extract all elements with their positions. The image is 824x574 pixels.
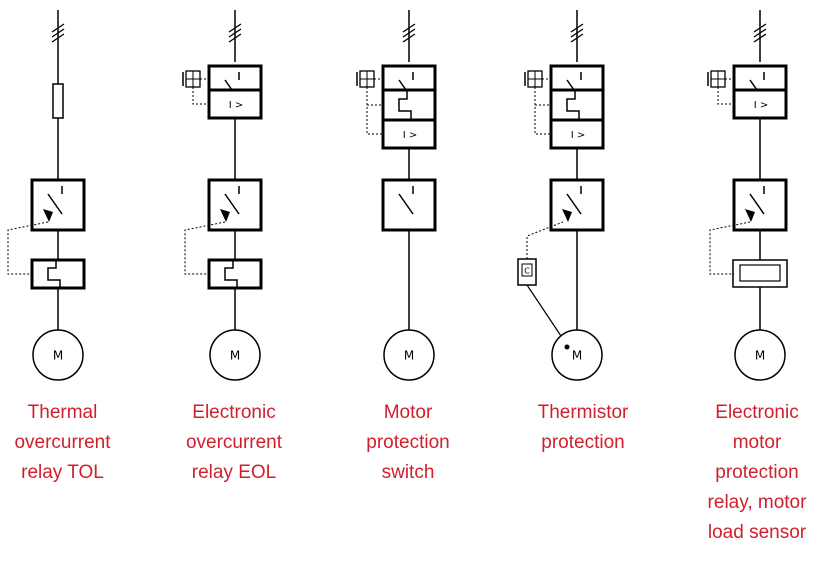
three-phase-mark xyxy=(228,33,242,43)
signal-link xyxy=(7,221,49,275)
column-emp: I > M xyxy=(707,10,788,381)
motor-label: M xyxy=(230,349,240,363)
current-symbol: I > xyxy=(571,130,586,141)
thermal-release xyxy=(381,88,437,122)
sensor-wire xyxy=(526,284,568,346)
bimetal-step xyxy=(47,260,61,288)
load-sensor-inner xyxy=(739,264,781,282)
contactor-box xyxy=(30,178,86,232)
trip-arrow xyxy=(562,209,572,222)
mechanical-link xyxy=(534,87,551,135)
three-phase-mark xyxy=(753,33,767,43)
bimetal-step xyxy=(224,260,238,288)
signal-link xyxy=(709,221,751,275)
three-phase-mark xyxy=(402,28,416,38)
caption-mps: Motor protection switch xyxy=(366,402,450,483)
thermal-release xyxy=(30,258,86,290)
contactor-box xyxy=(732,178,788,232)
current-symbol: I > xyxy=(403,130,418,141)
caption-tol: Thermal overcurrent relay TOL xyxy=(14,402,111,483)
three-phase-mark xyxy=(402,33,416,43)
motor-symbol xyxy=(209,329,261,381)
bimetal-step xyxy=(566,90,580,120)
mechanical-link xyxy=(192,87,209,105)
motor-symbol xyxy=(551,329,603,381)
contactor-box xyxy=(549,178,605,232)
motor-symbol xyxy=(32,329,84,381)
three-phase-mark xyxy=(402,23,416,33)
thermistor-label: C xyxy=(524,267,530,276)
mechanical-link xyxy=(366,87,383,135)
current-symbol: I > xyxy=(229,100,244,111)
trip-arrow xyxy=(745,209,755,222)
mechanical-link xyxy=(717,87,734,105)
trip-arrow xyxy=(220,209,230,222)
caption-eol: Electronic overcurrent relay EOL xyxy=(185,402,283,483)
three-phase-mark xyxy=(51,33,65,43)
motor-label: M xyxy=(53,349,63,363)
three-phase-mark xyxy=(228,28,242,38)
three-phase-mark xyxy=(570,28,584,38)
contact-switch xyxy=(566,193,582,215)
fuse-symbol xyxy=(52,83,64,119)
column-eol: I > M xyxy=(182,10,263,381)
motor-label: M xyxy=(572,349,582,363)
signal-link xyxy=(184,221,226,275)
signal-link xyxy=(526,221,564,259)
three-phase-mark xyxy=(570,23,584,33)
motor-symbol xyxy=(734,329,786,381)
column-tol: M xyxy=(7,10,86,381)
contactor-box xyxy=(381,178,437,232)
contact-switch xyxy=(224,193,240,215)
three-phase-mark xyxy=(753,23,767,33)
column-mps: I > M xyxy=(356,10,437,381)
three-phase-mark xyxy=(753,28,767,38)
three-phase-mark xyxy=(51,23,65,33)
caption-thermistor: Thermistor protection xyxy=(537,402,629,453)
motor-label: M xyxy=(404,349,414,363)
overcurrent-release xyxy=(549,118,605,150)
motor-symbol xyxy=(383,329,435,381)
current-symbol: I > xyxy=(754,100,769,111)
motor-label: M xyxy=(755,349,765,363)
column-thermistor: I > C M xyxy=(517,10,605,381)
overcurrent-release xyxy=(732,88,788,120)
bimetal-step xyxy=(398,90,412,120)
three-phase-mark xyxy=(570,33,584,43)
contact-switch xyxy=(398,193,414,215)
thermal-release xyxy=(549,88,605,122)
thermistor-relay-inner xyxy=(521,263,533,277)
contactor-box xyxy=(207,178,263,232)
three-phase-mark xyxy=(51,28,65,38)
thermal-release xyxy=(207,258,263,290)
contact-switch xyxy=(749,193,765,215)
trip-arrow xyxy=(43,209,53,222)
caption-emp: Electronic motor protection relay, motor… xyxy=(707,402,807,543)
three-phase-mark xyxy=(228,23,242,33)
sensor-point xyxy=(564,344,570,350)
contact-switch xyxy=(47,193,63,215)
